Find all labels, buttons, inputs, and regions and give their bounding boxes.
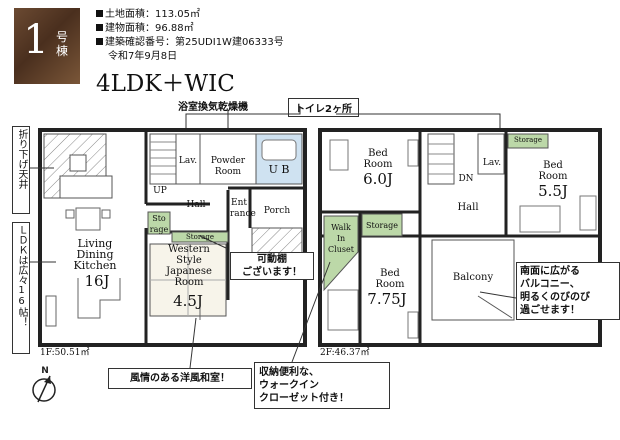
label-western-room: Western Style Japanese Room xyxy=(166,244,212,288)
label-lav-1f: Lav. xyxy=(178,156,198,166)
building-number: 1 xyxy=(23,17,49,63)
note-ceiling: 折り下げ天井 xyxy=(12,126,30,214)
callout-washitsu: 風情のある洋風和室！ xyxy=(108,368,252,389)
label-bed3-size: 7.75J xyxy=(367,290,407,308)
floor2-area: 2F:46.37㎡ xyxy=(320,348,370,358)
label-ub: U B xyxy=(268,163,290,176)
note-ldk: ＬＤＫは広々16帖！ xyxy=(12,222,30,354)
label-bed3: Bed Room xyxy=(375,268,405,290)
callout-wic: 収納便利な、 ウォークイン クローゼット付き！ xyxy=(254,362,390,409)
label-wic: Walk In Cluset xyxy=(328,223,354,254)
label-dn: DN xyxy=(458,174,474,184)
label-storage-1f-a: Sto rage xyxy=(149,214,169,234)
label-bed2-size: 5.5J xyxy=(538,182,568,200)
label-storage-2f-a: Storage xyxy=(366,221,398,230)
label-ldk-size: 16J xyxy=(84,272,110,290)
label-lav-2f: Lav. xyxy=(482,158,502,168)
label-balcony: Balcony xyxy=(452,272,494,283)
callout-balcony: 南面に広がる バルコニー、 明るくのびのび 過ごせます！ xyxy=(516,262,620,320)
spec-building-area: 建物面積：96.88㎡ xyxy=(96,23,194,35)
spec-land-area: 土地面積：113.05㎡ xyxy=(96,9,200,21)
toilets-label: トイレ2ヶ所 xyxy=(288,98,359,117)
label-ldk: Living Dining Kitchen xyxy=(73,237,117,272)
spec-permit: 建築確認番号：第25UDI1W建06333号 xyxy=(96,37,284,49)
spec-date: 令和7年9月8日 xyxy=(108,51,178,62)
label-up: UP xyxy=(153,186,167,196)
building-badge: 1 号棟 xyxy=(14,8,80,84)
label-western-size: 4.5J xyxy=(173,292,203,310)
floor1-plan xyxy=(38,128,307,347)
compass-icon xyxy=(32,375,56,403)
label-storage-2f-b: Storage xyxy=(514,136,542,144)
label-powder-room: Powder Room xyxy=(210,156,246,177)
label-bed2: Bed Room xyxy=(538,160,568,182)
building-suffix: 号棟 xyxy=(56,30,69,58)
label-hall-1f: Hall xyxy=(186,200,206,210)
floor1-area: 1F:50.51㎡ xyxy=(40,348,90,358)
label-storage-1f-b: Storage xyxy=(186,233,214,241)
plan-title: 4LDK＋WIC xyxy=(96,71,235,97)
label-bed1: Bed Room xyxy=(363,148,393,170)
label-bed1-size: 6.0J xyxy=(363,170,393,188)
label-porch: Porch xyxy=(263,206,291,216)
label-hall-2f: Hall xyxy=(457,202,479,213)
label-entrance: Ent rance xyxy=(230,198,256,219)
compass-label: N xyxy=(41,366,49,376)
callout-shelves: 可動棚 ございます！ xyxy=(230,252,314,280)
bathroom-dryer-label: 浴室換気乾燥機 xyxy=(178,102,248,113)
